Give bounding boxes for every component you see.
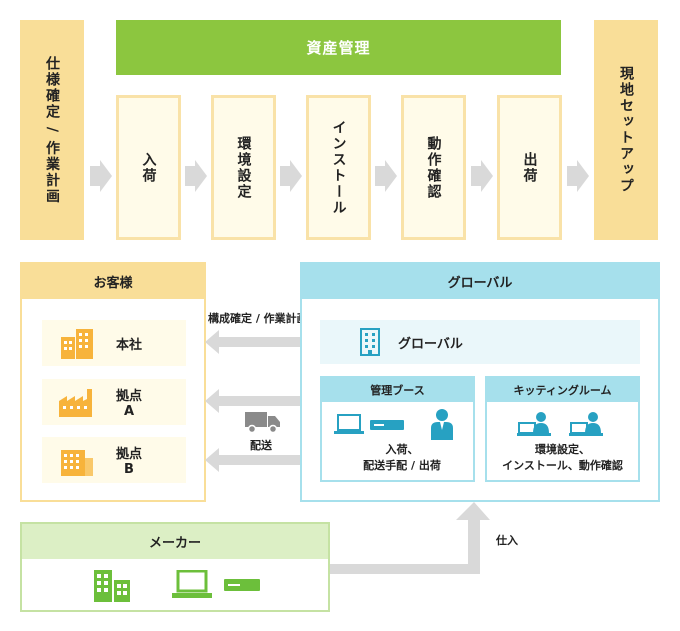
laptop-icon bbox=[172, 570, 212, 598]
kitting-room-title: キッティングルーム bbox=[513, 384, 612, 397]
factory-icon bbox=[42, 387, 112, 417]
kitting-room-panel: キッティングルーム 環境設定、 インストール、動作確認 bbox=[485, 376, 640, 482]
kitting-line: 環境設定、 bbox=[535, 443, 590, 456]
purchase-label: 仕入 bbox=[496, 534, 518, 547]
chevron-right-icon bbox=[567, 160, 589, 192]
step-verification: 動作確認 bbox=[401, 95, 466, 240]
onsite-setup-label: 現地セットアップ bbox=[618, 66, 634, 194]
server-icon bbox=[224, 579, 260, 591]
spec-plan-column: 仕様確定 / 作業計画 bbox=[20, 20, 84, 240]
global-panel-header: グローバル bbox=[302, 264, 658, 299]
site-label: 拠点 A bbox=[115, 389, 142, 419]
server-icon bbox=[370, 420, 404, 430]
kitting-room-desc: 環境設定、 インストール、動作確認 bbox=[487, 442, 638, 474]
purchase-arrow bbox=[330, 502, 490, 574]
asset-management-banner: 資産管理 bbox=[116, 20, 561, 75]
customer-panel: お客様 本社 拠点 A bbox=[20, 262, 206, 502]
step-label: 出荷 bbox=[521, 151, 538, 184]
kitting-line: インストール、動作確認 bbox=[502, 459, 623, 472]
factory-buildings-icon bbox=[94, 570, 130, 602]
global-title: グローバル bbox=[447, 276, 513, 291]
chevron-right-icon bbox=[185, 160, 207, 192]
chevron-right-icon bbox=[90, 160, 112, 192]
step-install: インストール bbox=[306, 95, 371, 240]
global-office-row: グローバル bbox=[320, 320, 640, 364]
booth-line: 入荷、 bbox=[385, 443, 419, 456]
site-label: 本社 bbox=[115, 337, 142, 353]
staff-person-icon bbox=[431, 409, 453, 440]
spec-plan-label: 仕様確定 / 作業計画 bbox=[44, 55, 60, 205]
onsite-setup-column: 現地セットアップ bbox=[594, 20, 658, 240]
delivery-label: 配送 bbox=[250, 439, 272, 452]
management-booth-desc: 入荷、 配送手配 / 出荷 bbox=[342, 442, 462, 474]
chevron-right-icon bbox=[471, 160, 493, 192]
building-complex-icon bbox=[42, 444, 112, 476]
step-label: 入荷 bbox=[140, 151, 157, 184]
global-panel: グローバル グローバル 管理ブース bbox=[300, 262, 660, 502]
kitting-room-header: キッティングルーム bbox=[487, 378, 638, 402]
site-row-headquarters: 本社 bbox=[42, 320, 186, 366]
left-arrow bbox=[205, 389, 321, 413]
customer-panel-header: お客様 bbox=[22, 264, 204, 299]
maker-panel: メーカー bbox=[20, 522, 330, 612]
site-row-b: 拠点 B bbox=[42, 437, 186, 483]
global-row-label: グローバル bbox=[398, 336, 463, 352]
booth-line: 配送手配 / 出荷 bbox=[363, 459, 441, 472]
maker-title: メーカー bbox=[148, 536, 201, 551]
management-booth-title: 管理ブース bbox=[370, 384, 425, 397]
office-buildings-icon bbox=[42, 327, 112, 359]
customer-title: お客様 bbox=[93, 276, 133, 291]
chevron-right-icon bbox=[280, 160, 302, 192]
worker-at-laptop-icon bbox=[517, 412, 551, 436]
site-label: 拠点 B bbox=[115, 447, 142, 477]
step-label: インストール bbox=[330, 119, 347, 216]
left-arrow bbox=[205, 448, 321, 472]
chevron-right-icon bbox=[375, 160, 397, 192]
worker-at-laptop-icon bbox=[569, 412, 603, 436]
management-booth-panel: 管理ブース 入荷、 配送手配 / 出荷 bbox=[320, 376, 475, 482]
step-label: 動作確認 bbox=[425, 135, 442, 200]
plan-arrow-label: 構成確定 / 作業計画 bbox=[208, 312, 308, 325]
bidirectional-arrow bbox=[205, 330, 321, 354]
site-row-a: 拠点 A bbox=[42, 379, 186, 425]
asset-management-label: 資産管理 bbox=[306, 39, 371, 57]
step-environment-setup: 環境設定 bbox=[211, 95, 276, 240]
step-receiving: 入荷 bbox=[116, 95, 181, 240]
step-shipping: 出荷 bbox=[497, 95, 562, 240]
building-icon bbox=[360, 328, 380, 356]
delivery-truck-icon bbox=[245, 412, 280, 434]
laptop-icon bbox=[334, 414, 364, 434]
step-label: 環境設定 bbox=[235, 135, 252, 200]
management-booth-header: 管理ブース bbox=[322, 378, 473, 402]
maker-panel-header: メーカー bbox=[22, 524, 328, 559]
